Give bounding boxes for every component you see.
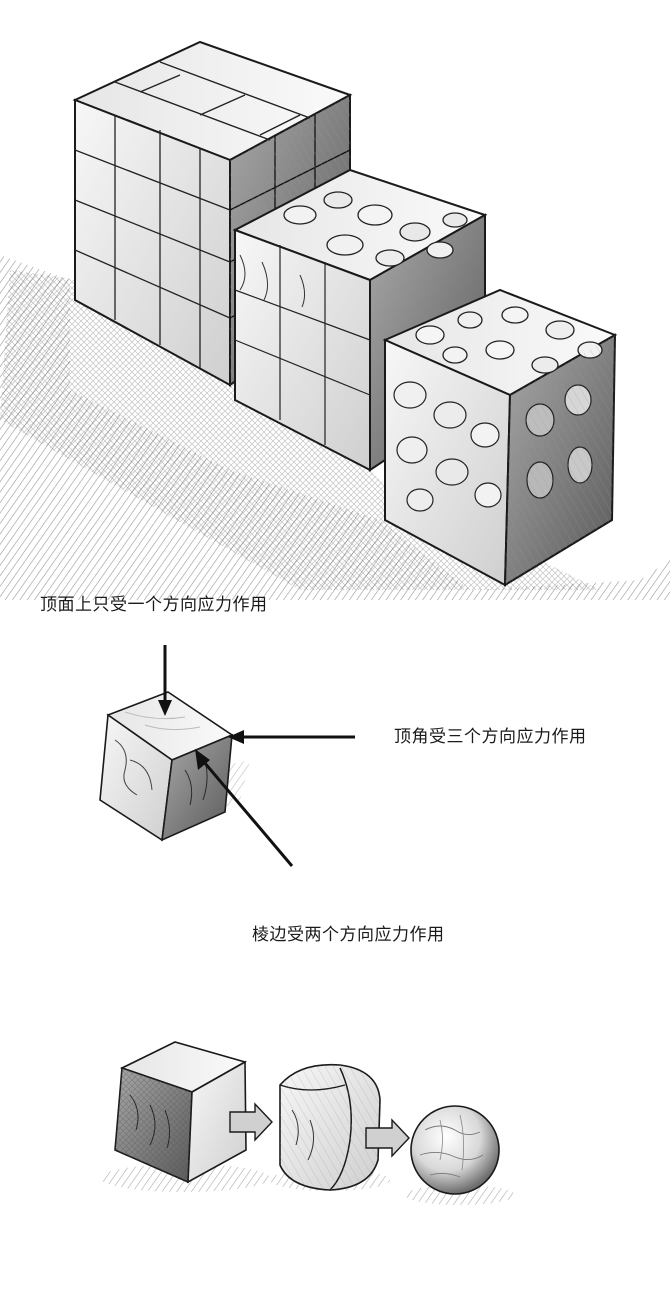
- stress-arrow-horizontal: [228, 730, 355, 744]
- weathering-sequence-illustration: [100, 1041, 515, 1205]
- weathering-blocks-illustration: [0, 40, 670, 600]
- corner-stress-label: 顶角受三个方向应力作用: [394, 727, 587, 747]
- stressed-cube-illustration: [99, 645, 355, 867]
- cube-right-face: [161, 733, 233, 842]
- top-face-stress-label: 顶面上只受一个方向应力作用: [40, 595, 268, 615]
- stress-arrow-vertical: [158, 645, 172, 716]
- partly-weathered-block: [232, 168, 488, 472]
- highly-weathered-block: [382, 288, 618, 587]
- sequence-arrow-1: [229, 1102, 273, 1142]
- stress-arrow-diagonal: [195, 749, 294, 867]
- angular-block: [114, 1041, 248, 1184]
- sequence-arrow-2: [365, 1118, 410, 1158]
- edge-stress-label: 棱边受两个方向应力作用: [252, 925, 445, 945]
- rounding-block: [279, 1063, 381, 1191]
- spheroidal-boulder: [410, 1105, 500, 1195]
